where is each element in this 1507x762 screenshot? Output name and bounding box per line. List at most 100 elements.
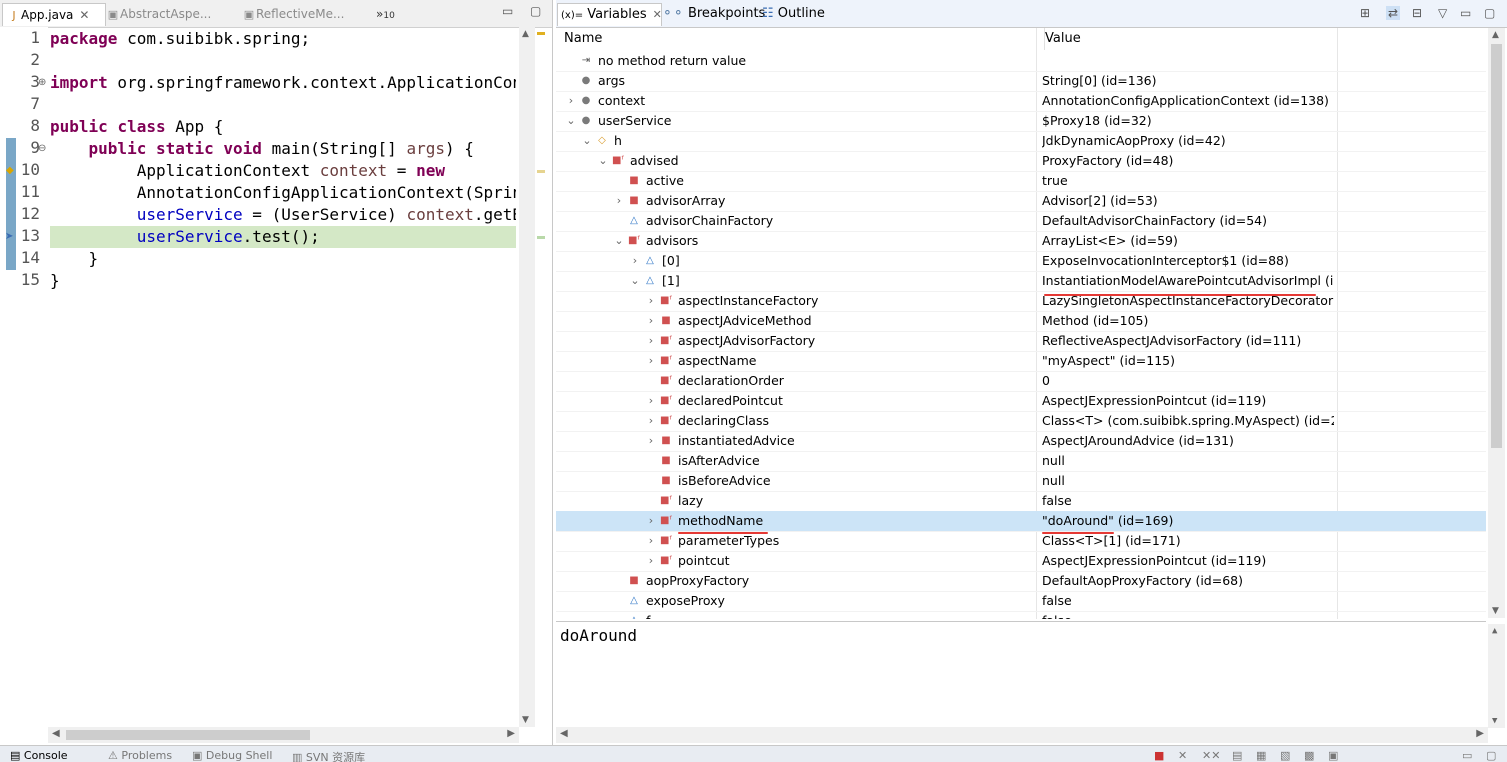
- scroll-right-icon[interactable]: ▶: [1476, 728, 1484, 739]
- collapse-chevron-icon[interactable]: ⌄: [598, 154, 608, 167]
- variable-row[interactable]: ⌄●userService$Proxy18 (id=32): [556, 111, 1486, 132]
- scroll-lock-icon[interactable]: ▤: [1232, 749, 1243, 762]
- scroll-down-icon[interactable]: ▼: [1492, 606, 1499, 616]
- remove-all-icon[interactable]: ✕✕: [1202, 749, 1221, 762]
- show-type-names-icon[interactable]: ⊞: [1360, 6, 1371, 20]
- editor-tab-abstract-aspect[interactable]: ▣AbstractAspe...: [106, 3, 236, 25]
- scroll-up-icon[interactable]: ▲: [522, 29, 529, 39]
- display-console-icon[interactable]: ▩: [1304, 749, 1315, 762]
- word-wrap-icon[interactable]: ▦: [1256, 749, 1267, 762]
- expand-chevron-icon[interactable]: ›: [648, 354, 654, 367]
- pin-console-icon[interactable]: ▧: [1280, 749, 1291, 762]
- expand-chevron-icon[interactable]: ›: [616, 194, 622, 207]
- tab-overflow-button[interactable]: »10: [376, 3, 406, 25]
- minimize-icon[interactable]: ▭: [1460, 6, 1472, 20]
- editor-horizontal-scrollbar[interactable]: ◀ ▶: [48, 727, 519, 743]
- tab-breakpoints[interactable]: ⚬⚬ Breakpoints: [662, 3, 765, 25]
- code-area[interactable]: package com.suibibk.spring;import org.sp…: [50, 27, 516, 729]
- variable-row[interactable]: ›△[0]ExposeInvocationInterceptor$1 (id=8…: [556, 251, 1486, 272]
- close-icon[interactable]: ✕: [79, 8, 90, 22]
- expand-chevron-icon[interactable]: ›: [648, 394, 654, 407]
- tab-svn-repository[interactable]: ▥ SVN 资源库: [292, 749, 365, 762]
- variables-horizontal-scrollbar[interactable]: ◀ ▶: [556, 727, 1488, 743]
- view-menu-icon[interactable]: ▽: [1438, 6, 1448, 20]
- tab-debug-shell[interactable]: ▣ Debug Shell: [192, 749, 272, 762]
- variable-row[interactable]: △ffalse: [556, 611, 1486, 619]
- scroll-left-icon[interactable]: ◀: [560, 728, 568, 739]
- expand-chevron-icon[interactable]: ›: [648, 294, 654, 307]
- scrollbar-thumb[interactable]: [1491, 44, 1502, 448]
- overview-marker[interactable]: [537, 170, 545, 173]
- collapse-chevron-icon[interactable]: ⌄: [582, 134, 592, 147]
- minimize-icon[interactable]: ▭: [1462, 749, 1473, 762]
- maximize-icon[interactable]: ▢: [1486, 749, 1497, 762]
- expand-chevron-icon[interactable]: ›: [648, 414, 654, 427]
- detail-vertical-scrollbar[interactable]: ▲ ▼: [1488, 624, 1505, 728]
- collapse-chevron-icon[interactable]: ⌄: [614, 234, 624, 247]
- expand-chevron-icon[interactable]: ›: [648, 554, 654, 567]
- overview-warning-marker[interactable]: [537, 32, 545, 35]
- column-divider[interactable]: [1337, 28, 1338, 619]
- overview-marker[interactable]: [537, 236, 545, 239]
- remove-launch-icon[interactable]: ✕: [1178, 749, 1188, 762]
- editor-vertical-scrollbar[interactable]: ▲ ▼: [519, 27, 535, 727]
- collapse-all-icon[interactable]: ⊟: [1412, 6, 1423, 20]
- column-divider[interactable]: [1036, 28, 1037, 619]
- variable-row[interactable]: ⇥no method return value: [556, 51, 1486, 72]
- show-logical-structure-icon[interactable]: ⇄: [1386, 6, 1401, 20]
- tab-outline[interactable]: ☷ Outline: [762, 3, 842, 25]
- scroll-up-icon[interactable]: ▲: [1492, 626, 1498, 636]
- tab-problems[interactable]: ⚠ Problems: [108, 749, 172, 762]
- expand-chevron-icon[interactable]: ›: [648, 434, 654, 447]
- terminate-icon[interactable]: ■: [1154, 749, 1165, 762]
- scroll-left-icon[interactable]: ◀: [52, 728, 60, 739]
- collapse-chevron-icon[interactable]: ⌄: [630, 274, 640, 287]
- expand-chevron-icon[interactable]: ›: [632, 254, 638, 267]
- warning-icon[interactable]: ◆: [6, 165, 14, 176]
- tab-console[interactable]: ▤ Console: [10, 749, 68, 762]
- expand-chevron-icon[interactable]: ›: [648, 314, 654, 327]
- close-icon[interactable]: ✕: [652, 8, 662, 21]
- scroll-down-icon[interactable]: ▼: [1492, 716, 1498, 726]
- minimize-icon[interactable]: ▭: [502, 4, 514, 18]
- fold-collapse-icon[interactable]: ⊖: [38, 143, 47, 154]
- variables-vertical-scrollbar[interactable]: ▲ ▼: [1488, 28, 1505, 618]
- tab-variables[interactable]: (x)= Variables✕: [557, 3, 662, 26]
- expand-chevron-icon[interactable]: ›: [568, 94, 574, 107]
- expand-chevron-icon[interactable]: ›: [648, 534, 654, 547]
- editor-tab-reflective-method[interactable]: ▣ReflectiveMe...: [242, 3, 370, 25]
- expand-chevron-icon[interactable]: ›: [648, 334, 654, 347]
- scroll-right-icon[interactable]: ▶: [507, 728, 515, 739]
- expand-chevron-icon[interactable]: ›: [648, 514, 654, 527]
- scroll-down-icon[interactable]: ▼: [522, 715, 529, 725]
- column-header-value[interactable]: Value: [1045, 28, 1338, 50]
- column-header-name[interactable]: Name: [556, 28, 1045, 50]
- variable-row[interactable]: ⌄△[1]InstantiationModelAwarePointcutAdvi…: [556, 271, 1486, 292]
- scrollbar-thumb[interactable]: [66, 730, 310, 740]
- maximize-icon[interactable]: ▢: [530, 4, 542, 18]
